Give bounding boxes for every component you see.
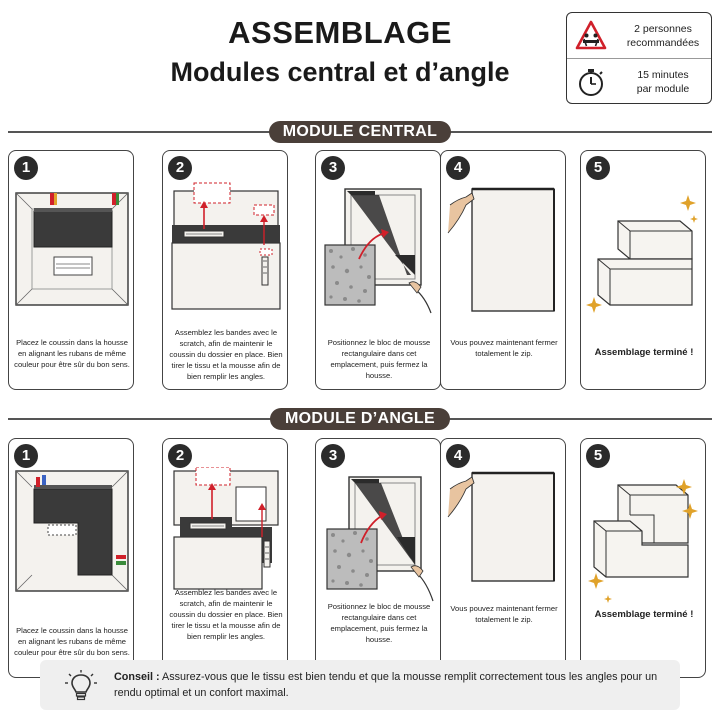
finished-module-illustration — [586, 195, 698, 313]
tip-body: Assurez-vous que le tissu est bien tendu… — [114, 671, 658, 699]
step-card-corner-2: 2 Assemblez les bandes avec le scratch, … — [162, 438, 288, 678]
page-subtitle: Modules central et d’angle — [170, 57, 510, 87]
step-text: Placez le coussin dans la housse en alig… — [14, 338, 130, 369]
section-central-label: MODULE CENTRAL — [269, 121, 451, 143]
step-text: Vous pouvez maintenant fermer totalement… — [450, 338, 558, 358]
step-text-done: Assemblage terminé ! — [594, 347, 694, 358]
corner-cushion-in-cover-illustration — [15, 470, 129, 592]
info-time: 15 minutes par module — [567, 59, 711, 105]
step-card-corner-1: 1 Placez le coussin dans la housse en al… — [8, 438, 134, 678]
step-number: 1 — [14, 156, 38, 180]
tip-box: Conseil : Assurez-vous que le tissu est … — [40, 660, 680, 710]
closed-zip-illustration — [447, 187, 555, 312]
cushion-in-cover-illustration — [15, 192, 129, 306]
step-text: Positionnez le bloc de mousse rectangula… — [327, 338, 431, 380]
info-box: 2 personnes recommandées 15 minutes par … — [566, 12, 712, 104]
tip-text: Conseil : Assurez-vous que le tissu est … — [114, 669, 674, 701]
time-line2: par module — [636, 83, 690, 95]
two-people-warning-icon — [575, 20, 607, 50]
foam-block-illustration — [324, 188, 432, 314]
info-people: 2 personnes recommandées — [567, 13, 711, 59]
step-number: 2 — [168, 156, 192, 180]
corner-closed-zip-illustration — [447, 471, 555, 582]
step-card-central-5: 5 Assemblage terminé ! — [580, 150, 706, 390]
velcro-strips-illustration — [171, 182, 281, 310]
section-corner-label: MODULE D’ANGLE — [270, 408, 450, 430]
step-text: Assemblez les bandes avec le scratch, af… — [169, 588, 283, 641]
page-title: ASSEMBLAGE — [228, 15, 452, 50]
step-number: 1 — [14, 444, 38, 468]
section-central-header: MODULE CENTRAL — [8, 121, 712, 143]
step-card-corner-3: 3 Positionnez le bloc de mousse rectangu… — [315, 438, 441, 678]
corner-velcro-strips-illustration — [173, 467, 279, 590]
step-number: 4 — [446, 156, 470, 180]
finished-corner-module-illustration — [588, 479, 698, 603]
step-text: Placez le coussin dans la housse en alig… — [14, 626, 130, 657]
step-card-central-1: 1 Placez le coussin dans la housse en al… — [8, 150, 134, 390]
step-card-central-4: 4 Vous pouvez maintenant fermer totaleme… — [440, 150, 566, 390]
step-number: 5 — [586, 156, 610, 180]
step-card-corner-5: 5 Assemblage terminé ! — [580, 438, 706, 678]
step-text: Positionnez le bloc de mousse rectangula… — [327, 602, 431, 644]
step-number: 4 — [446, 444, 470, 468]
step-number: 3 — [321, 156, 345, 180]
step-number: 2 — [168, 444, 192, 468]
step-card-corner-4: 4 Vous pouvez maintenant fermer totaleme… — [440, 438, 566, 678]
step-text-done: Assemblage terminé ! — [594, 609, 694, 620]
time-line1: 15 minutes — [637, 69, 689, 81]
lightbulb-icon — [65, 670, 97, 701]
stopwatch-icon — [579, 69, 603, 96]
step-card-central-2: 2 Assemblez les bandes avec le scratch, … — [162, 150, 288, 390]
people-line1: 2 personnes — [634, 23, 692, 35]
corner-foam-block-illustration — [326, 476, 434, 602]
step-text: Assemblez les bandes avec le scratch, af… — [169, 328, 283, 381]
step-number: 3 — [321, 444, 345, 468]
title-block: ASSEMBLAGE Modules central et d’angle — [0, 14, 680, 90]
people-line2: recommandées — [626, 37, 700, 49]
section-corner-header: MODULE D’ANGLE — [8, 408, 712, 430]
tip-label: Conseil : — [114, 671, 160, 683]
step-text: Vous pouvez maintenant fermer totalement… — [450, 604, 558, 624]
step-card-central-3: 3 Positionnez le bloc de mousse rectangu… — [315, 150, 441, 390]
step-number: 5 — [586, 444, 610, 468]
